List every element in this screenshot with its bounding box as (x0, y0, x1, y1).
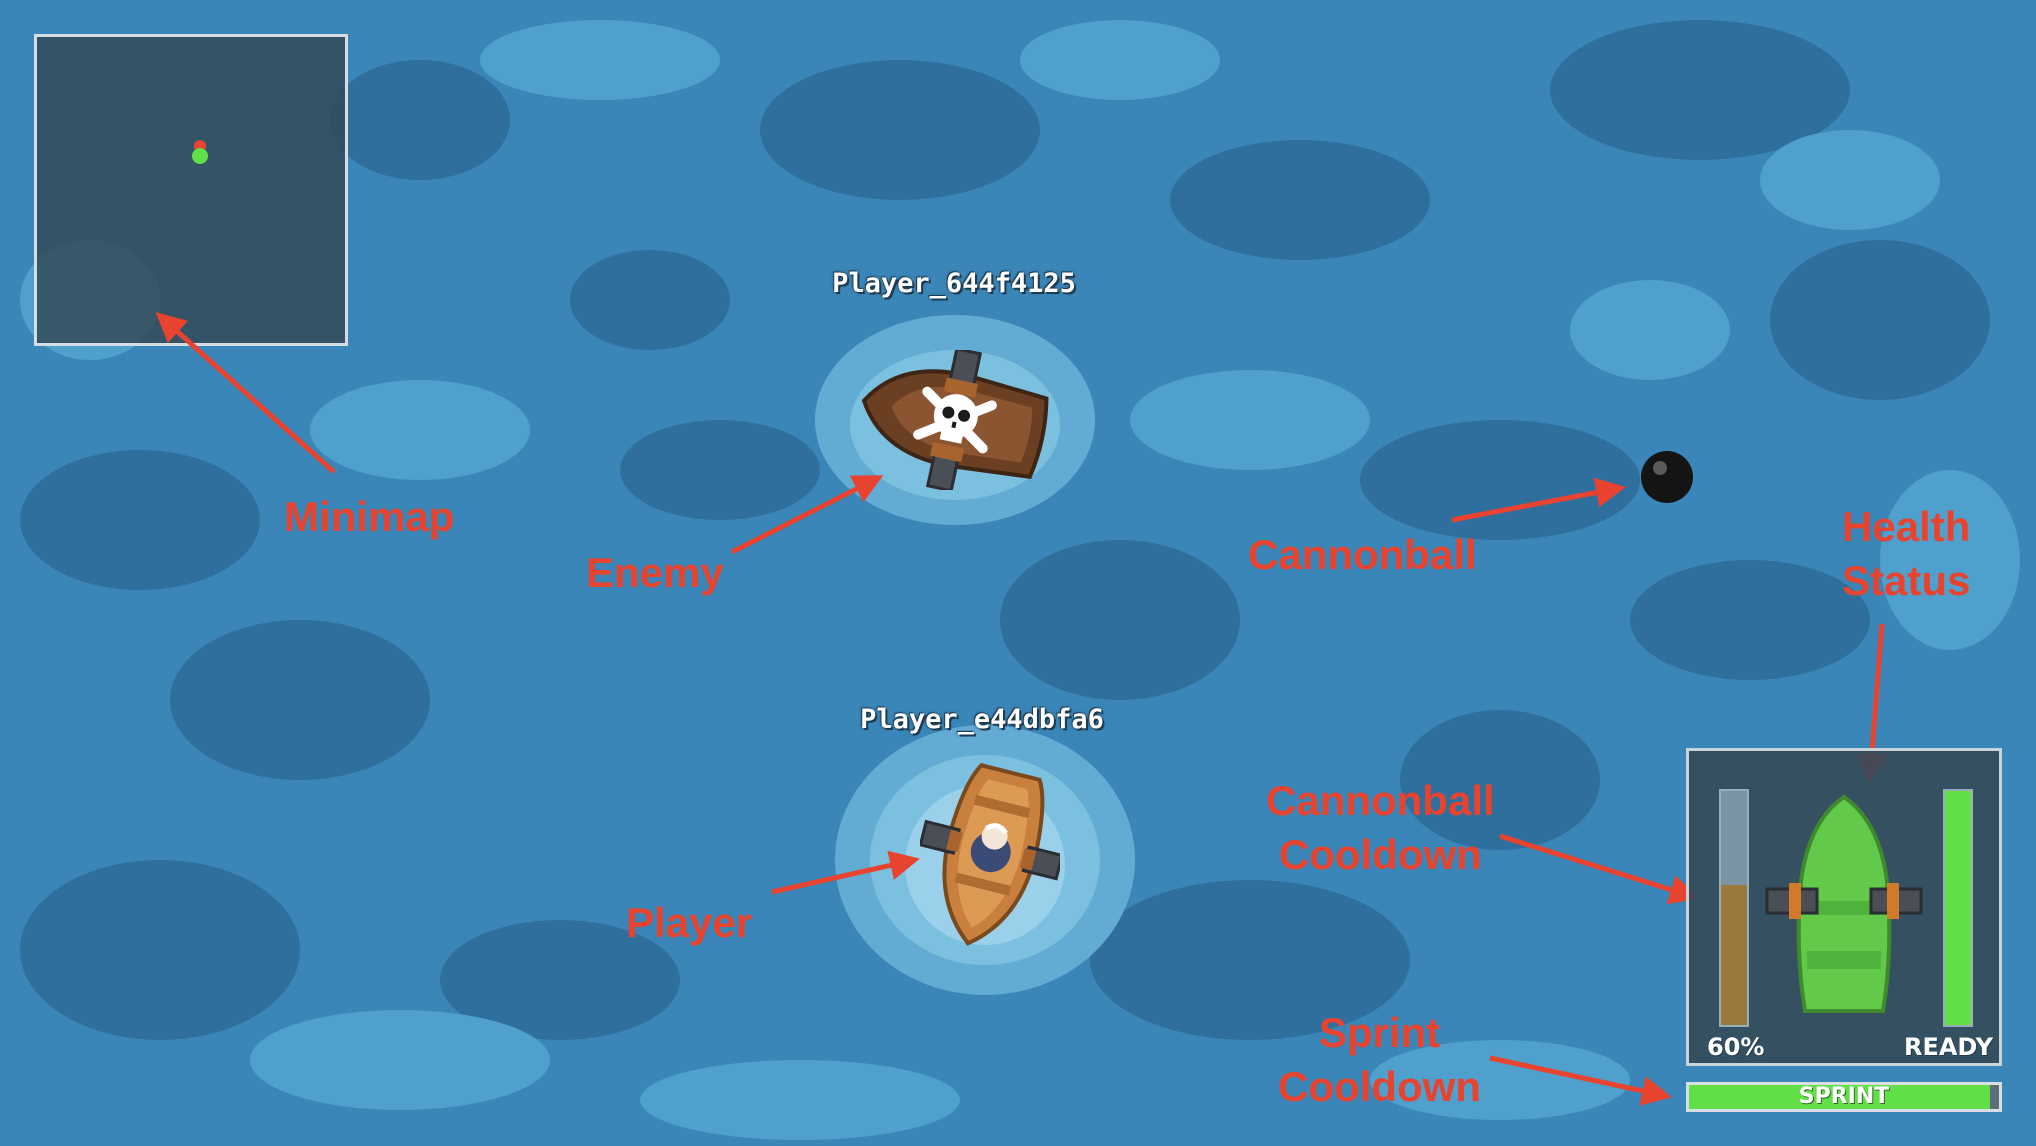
cannon-reload-bar (1719, 789, 1749, 1027)
annotation-sprint-cd-line1: Sprint (1318, 1009, 1441, 1056)
ship-status-panel: 60% READY (1686, 748, 2002, 1066)
sprint-cooldown-fill (1689, 1085, 1990, 1109)
health-status-label: READY (1903, 1033, 1993, 1061)
health-bar-fill (1945, 791, 1971, 1025)
annotation-health-line1: Health (1842, 503, 1971, 550)
enemy-name-tag: Player_644f4125 (832, 268, 1076, 299)
annotation-cannonball-cooldown: Cannonball Cooldown (1266, 774, 1495, 882)
minimap-player-marker (192, 148, 208, 164)
rowboat-icon[interactable] (920, 760, 1060, 950)
annotation-enemy: Enemy (586, 549, 724, 596)
annotation-sprint-cooldown: Sprint Cooldown (1278, 1006, 1481, 1114)
pirate-ship-icon[interactable] (850, 350, 1060, 490)
player-name-tag: Player_e44dbfa6 (860, 704, 1104, 735)
annotation-cannonball: Cannonball (1248, 531, 1477, 578)
annotation-health-status: Health Status (1842, 500, 1970, 608)
annotation-player: Player (626, 899, 753, 946)
annotation-sprint-cd-line2: Cooldown (1278, 1063, 1481, 1110)
cannon-reload-label: 60% (1707, 1033, 1765, 1061)
annotation-cannon-cd-line2: Cooldown (1278, 831, 1482, 878)
annotation-minimap: Minimap (284, 493, 455, 540)
sprint-cooldown-bar: SPRINT (1686, 1082, 2002, 1112)
player-ship-status-icon (1765, 794, 1923, 1013)
annotation-cannon-cd-line1: Cannonball (1266, 777, 1495, 824)
minimap[interactable] (34, 34, 348, 346)
annotation-health-line2: Status (1842, 557, 1971, 604)
cannon-reload-fill (1721, 884, 1747, 1025)
sprint-label: SPRINT (1798, 1084, 1890, 1109)
health-bar (1943, 789, 1973, 1027)
cannonball-icon (1641, 451, 1693, 503)
